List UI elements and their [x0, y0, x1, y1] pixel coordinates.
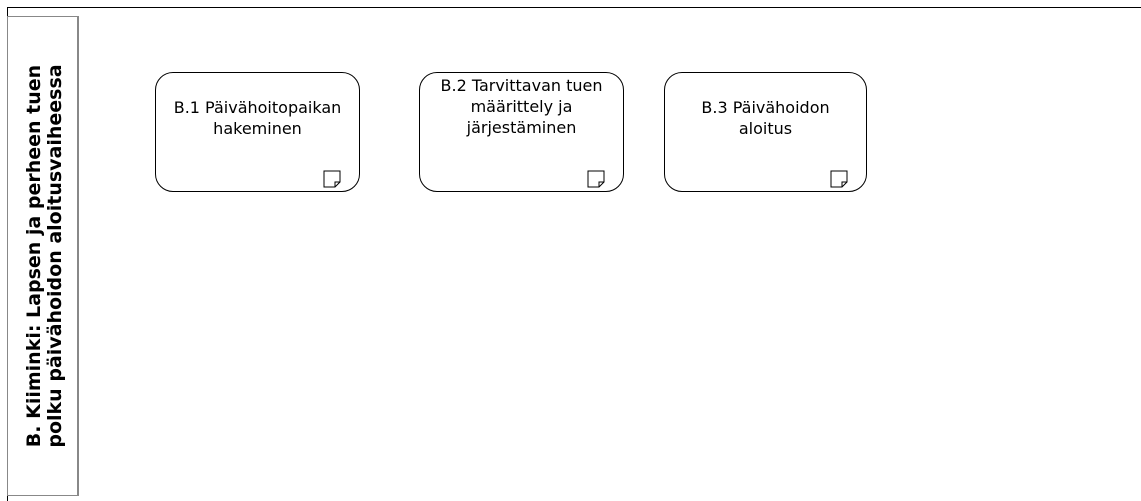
task-b2[interactable]: B.2 Tarvittavan tuen määrittely ja järje… — [419, 72, 624, 192]
task-b1[interactable]: B.1 Päivähoitopaikan hakeminen — [155, 72, 360, 192]
task-label: B.1 Päivähoitopaikan hakeminen — [173, 98, 342, 138]
task-label: B.2 Tarvittavan tuen määrittely ja järje… — [440, 76, 603, 137]
document-icon[interactable] — [587, 170, 605, 188]
document-icon[interactable] — [830, 170, 848, 188]
document-icon[interactable] — [323, 170, 341, 188]
lane-divider — [78, 16, 79, 496]
task-label: B.3 Päivähoidon aloitus — [701, 98, 830, 138]
task-b3[interactable]: B.3 Päivähoidon aloitus — [664, 72, 867, 192]
lane-title: B. Kiiminki: Lapsen ja perheen tuen polk… — [23, 64, 66, 448]
lane-header — [7, 16, 78, 496]
